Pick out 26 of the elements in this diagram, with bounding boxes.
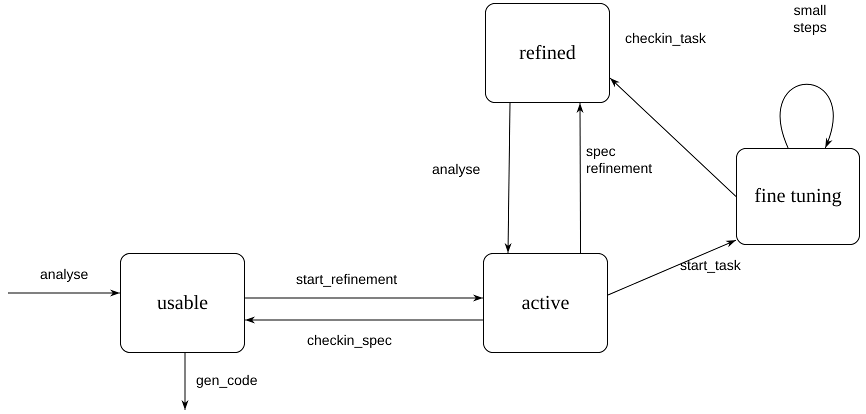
state-box [120, 253, 245, 353]
state-name: fine tuning [754, 185, 842, 208]
state-name: usable [156, 292, 208, 314]
arrow [610, 78, 736, 197]
arrow [244, 294, 484, 302]
state-box [485, 3, 610, 103]
edge-label: checkin_spec [307, 332, 392, 349]
state-box [736, 148, 860, 245]
edge-label: analyse [432, 161, 480, 178]
state-box [483, 253, 608, 353]
state-name: active [522, 292, 570, 314]
arrow [244, 316, 484, 324]
edge-label: spec refinement [586, 143, 654, 177]
arrow [504, 102, 512, 254]
edge-label: analyse [40, 266, 88, 283]
edge-label: start_task [680, 257, 741, 274]
self-loop-arrow [780, 84, 834, 148]
arrow [576, 102, 584, 254]
edge-label: small steps [792, 2, 828, 36]
arrow [182, 352, 188, 410]
state-name: refined [519, 42, 576, 64]
edge-label: checkin_task [625, 30, 706, 47]
arrow [8, 290, 120, 296]
edge-label: start_refinement [296, 271, 398, 288]
edge-label: gen_code [196, 372, 258, 389]
arrow [608, 240, 736, 296]
